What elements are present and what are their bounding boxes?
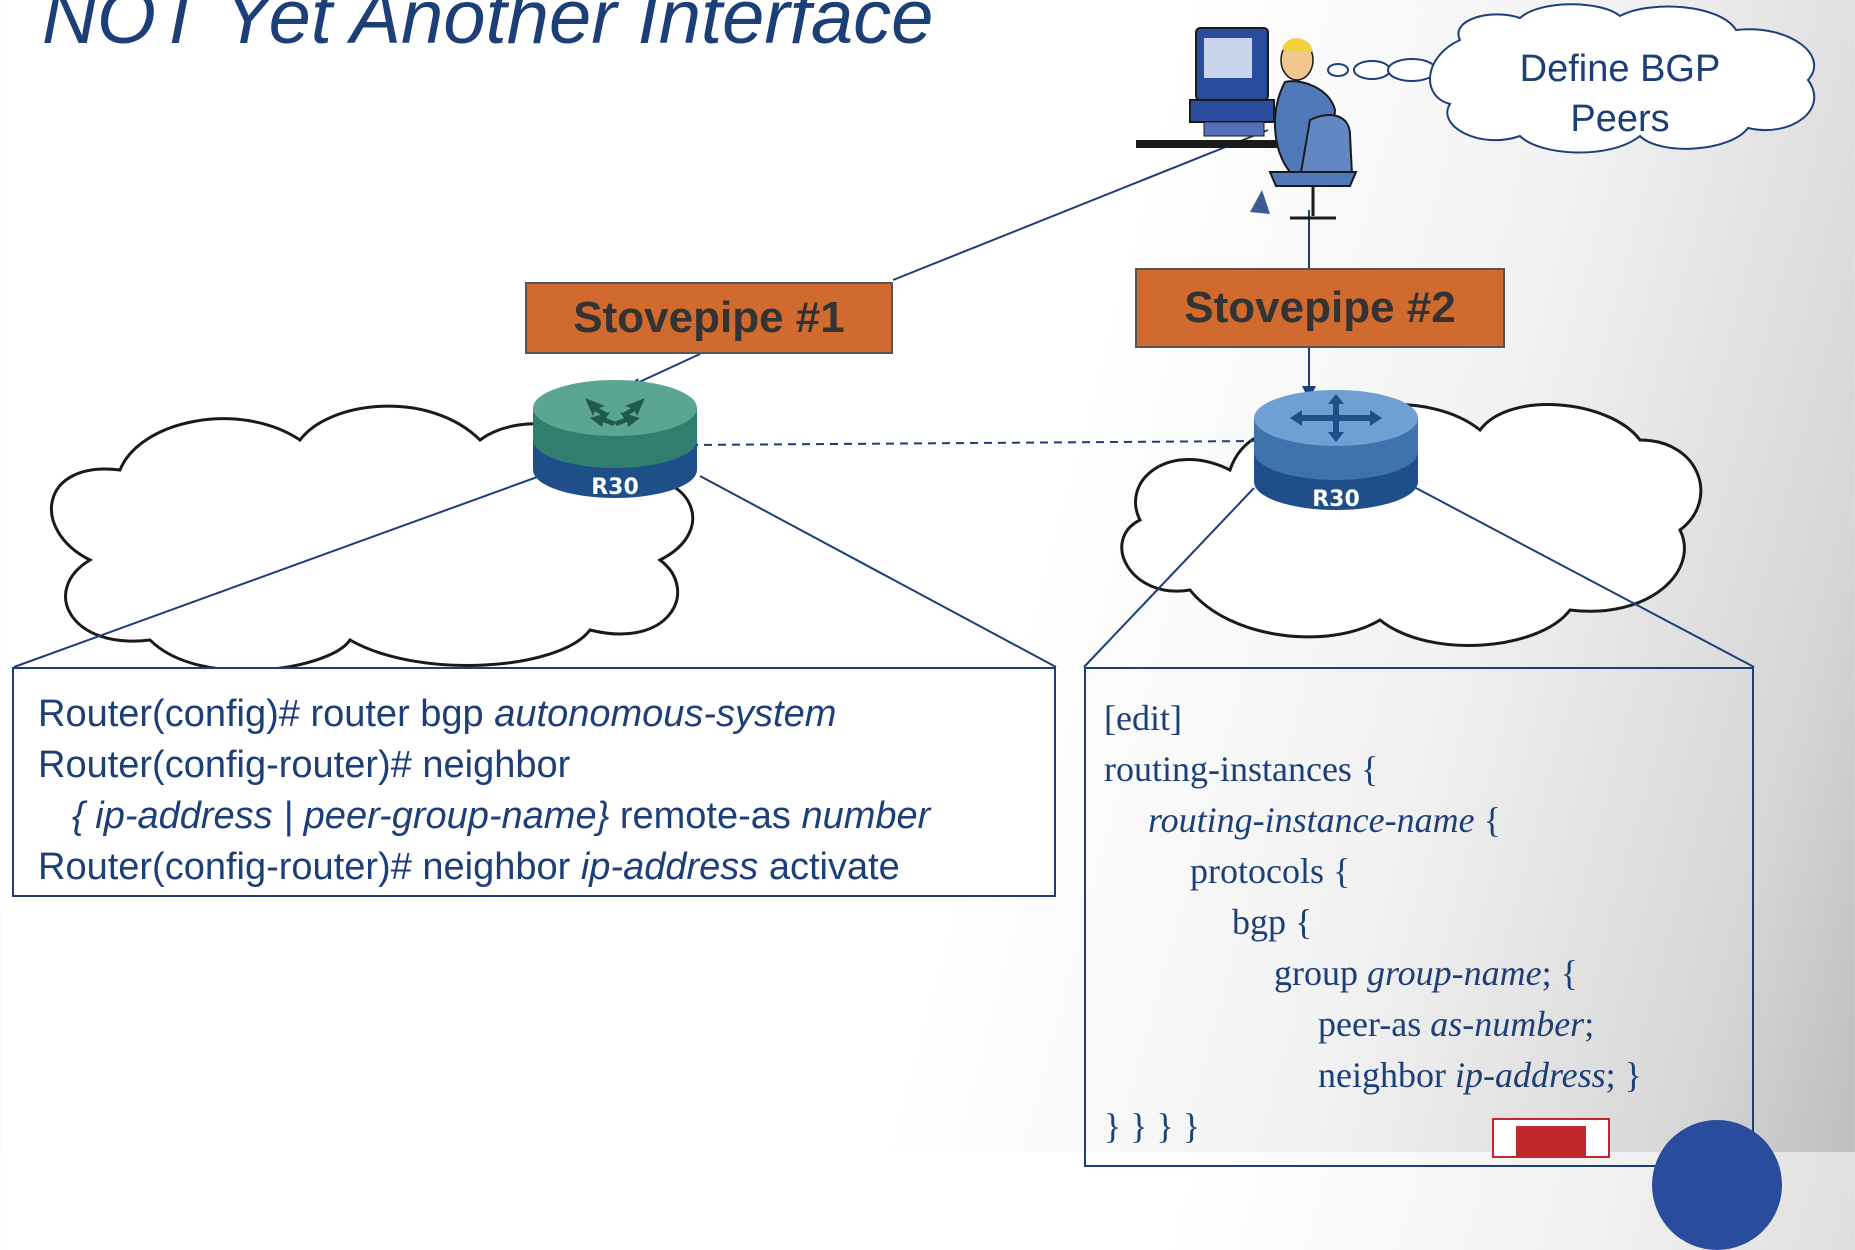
- juniper-config-line: protocols {: [1190, 851, 1351, 891]
- thought-line-1: Define BGP: [1519, 48, 1721, 90]
- juniper-config-line: bgp {: [1232, 902, 1313, 942]
- thought-line-2: Peers: [1570, 98, 1670, 140]
- stovepipe-2-label: Stovepipe #2: [1184, 283, 1456, 332]
- stovepipe-2-box[interactable]: Stovepipe #2: [1135, 268, 1505, 348]
- thought-bubble: [1327, 3, 1816, 154]
- cisco-config-line: Router(config-router)# neighbor: [38, 744, 571, 786]
- router-r30-right-icon[interactable]: R30: [1254, 390, 1418, 512]
- juniper-config-line: group group-name; {: [1274, 953, 1578, 993]
- router-label-right: R30: [1312, 487, 1360, 512]
- stovepipe-1-box[interactable]: Stovepipe #1: [525, 282, 893, 354]
- juniper-config-line: routing-instances {: [1104, 749, 1379, 789]
- university-logo: [1492, 1118, 1610, 1158]
- stovepipe-1-label: Stovepipe #1: [573, 293, 845, 342]
- network-cloud-left: [50, 404, 695, 672]
- juniper-config-line: neighbor ip-address; }: [1318, 1055, 1642, 1095]
- juniper-config-line: peer-as as-number;: [1318, 1004, 1595, 1044]
- cisco-config-line: Router(config-router)# neighbor ip-addre…: [38, 846, 900, 888]
- juniper-config-line: } } } }: [1104, 1106, 1201, 1146]
- cisco-config-line: { ip-address | peer-group-name} remote-a…: [72, 795, 931, 837]
- juniper-config-line: routing-instance-name {: [1148, 800, 1501, 840]
- slide-title: NOT Yet Another Interface: [42, 0, 934, 60]
- institution-seal-logo: [1652, 1120, 1782, 1250]
- cisco-config-box: Router(config)# router bgp autonomous-sy…: [12, 667, 1056, 897]
- juniper-config-box: [edit] routing-instances { routing-insta…: [1084, 667, 1754, 1167]
- router-label-left: R30: [591, 475, 639, 500]
- juniper-config-line: [edit]: [1104, 698, 1182, 738]
- network-diagram: R30 R30: [13, 3, 1816, 672]
- user-at-computer-icon: [1136, 27, 1358, 220]
- router-r30-left-icon[interactable]: R30: [533, 380, 697, 500]
- cisco-config-line: Router(config)# router bgp autonomous-sy…: [38, 693, 837, 735]
- thought-bubble-text: Define BGP Peers: [1460, 44, 1780, 144]
